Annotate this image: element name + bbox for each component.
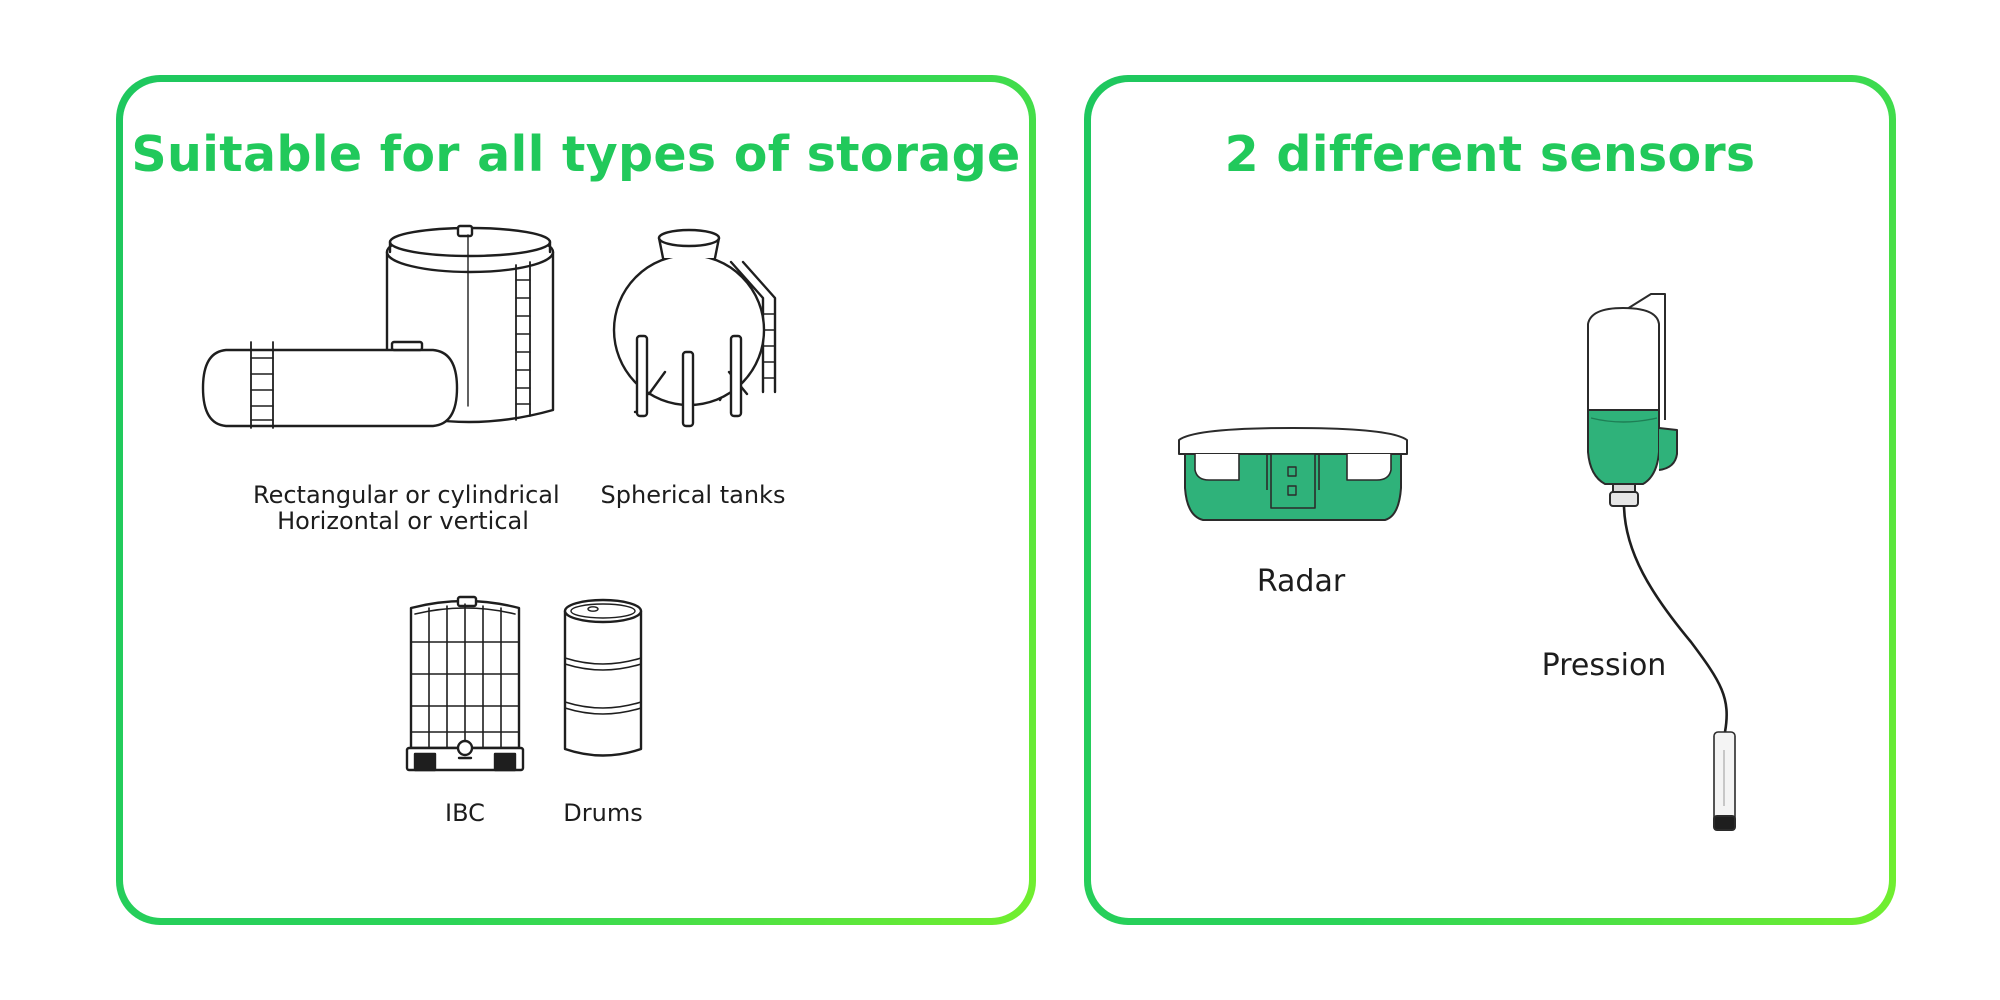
storage-types-title: Suitable for all types of storage <box>131 126 1021 183</box>
storage-types-card-body: Suitable for all types of storage <box>123 82 1029 918</box>
storage-item-cylindrical-line1: Rectangular or cylindrical <box>253 481 560 509</box>
storage-illustrations <box>201 224 777 772</box>
ibc-container-icon <box>405 595 525 772</box>
storage-item-cylindrical-line2: Horizontal or vertical <box>277 507 529 535</box>
storage-item-cylindrical: Rectangular or cylindrical Horizontal or… <box>253 481 560 535</box>
cylindrical-tanks-icon <box>201 224 555 429</box>
radar-sensor-icon <box>1178 427 1408 521</box>
sensor-illustrations <box>1178 293 1736 831</box>
spherical-tank-icon <box>612 228 777 428</box>
sensors-title: 2 different sensors <box>1224 126 1756 183</box>
storage-item-spherical: Spherical tanks <box>600 481 786 509</box>
sensor-item-radar: Radar <box>1256 564 1346 599</box>
storage-item-drums: Drums <box>563 799 643 827</box>
sensors-card-body: 2 different sensors <box>1091 82 1889 918</box>
pressure-sensor-icon <box>1587 293 1736 831</box>
sensor-item-pressure: Pression <box>1541 648 1667 683</box>
drum-icon <box>563 598 643 757</box>
storage-types-card: Suitable for all types of storage <box>116 75 1036 925</box>
storage-item-ibc: IBC <box>445 799 485 827</box>
sensors-card: 2 different sensors <box>1084 75 1896 925</box>
